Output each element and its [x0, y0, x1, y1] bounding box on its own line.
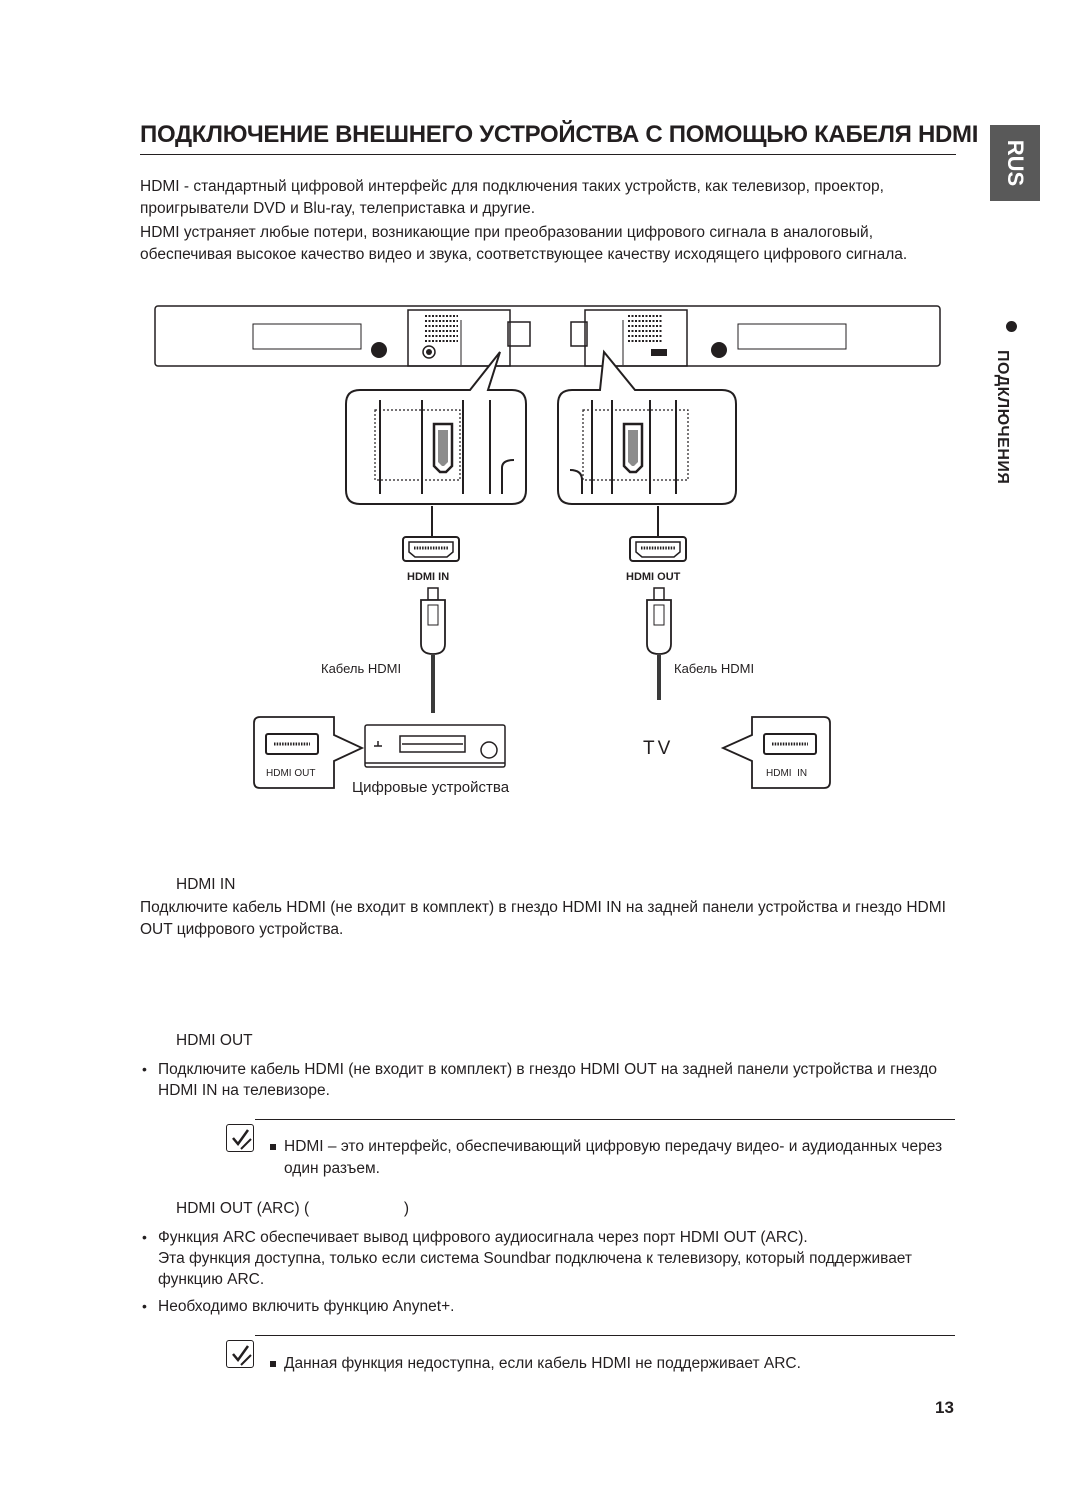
- hdmi-out-heading: HDMI OUT: [176, 1032, 253, 1049]
- left-terminal-block: [407, 309, 511, 367]
- arc-heading: HDMI OUT (ARC) ( ): [176, 1200, 410, 1217]
- arc-bullet-1-continued: Эта функция доступна, только если систем…: [158, 1250, 913, 1288]
- arc-bullet-2: Необходимо включить функцию Anynet+.: [142, 1296, 958, 1317]
- right-zoom-callout: [557, 349, 737, 505]
- connection-diagram: [154, 305, 941, 789]
- hdmi-out-label: HDMI OUT: [626, 571, 681, 583]
- section-dot-icon: [1006, 321, 1017, 332]
- left-foot-icon: [371, 342, 387, 358]
- note-check-icon-2: [226, 1340, 254, 1368]
- dvd-player-icon: [364, 724, 506, 768]
- hdmi-out-note: HDMI – это интерфейс, обеспечивающий циф…: [270, 1136, 954, 1180]
- left-hdmi-plug-icon: [420, 587, 446, 713]
- tv-label: TV: [643, 738, 674, 759]
- note-divider-1: [255, 1119, 955, 1120]
- hdmi-out-port-icon: [629, 536, 687, 562]
- right-cable-label: Кабель HDMI: [674, 661, 755, 676]
- soundbar-left-window: [252, 323, 362, 350]
- note-check-icon: [226, 1124, 254, 1152]
- source-device-label: Цифровые устройства: [352, 779, 510, 796]
- hdmi-in-label: HDMI IN: [407, 571, 450, 583]
- hdmi-in-text: Подключите кабель HDMI (не входит в комп…: [140, 899, 946, 938]
- arc-bullet-1: Функция ARC обеспечивает вывод цифрового…: [142, 1227, 958, 1248]
- note-divider-2: [255, 1335, 955, 1336]
- left-cable-label: Кабель HDMI: [321, 661, 402, 676]
- intro-paragraph-1: HDMI - стандартный цифровой интерфейс дл…: [140, 178, 884, 217]
- right-foot-icon: [711, 342, 727, 358]
- soundbar-right-window: [737, 323, 847, 350]
- title-divider: [140, 154, 956, 155]
- hdmi-in-port-icon: [402, 536, 460, 562]
- source-port-label: HDMI OUT: [266, 768, 316, 779]
- hdmi-out-bullet: Подключите кабель HDMI (не входит в комп…: [142, 1059, 958, 1101]
- arc-note: Данная функция недоступна, если кабель H…: [270, 1353, 954, 1375]
- right-terminal-block: [584, 309, 688, 367]
- tv-port-label: HDMI IN: [766, 768, 808, 779]
- hdmi-in-heading: HDMI IN: [176, 876, 236, 893]
- soundbar-rear-panel: [154, 305, 941, 367]
- intro-paragraph-2: HDMI устраняет любые потери, возникающие…: [140, 224, 908, 263]
- page-title: ПОДКЛЮЧЕНИЕ ВНЕШНЕГО УСТРОЙСТВА С ПОМОЩЬ…: [140, 121, 979, 148]
- right-hdmi-plug-icon: [646, 587, 672, 700]
- page-number: 13: [935, 1398, 954, 1417]
- language-tab: RUS: [990, 125, 1040, 201]
